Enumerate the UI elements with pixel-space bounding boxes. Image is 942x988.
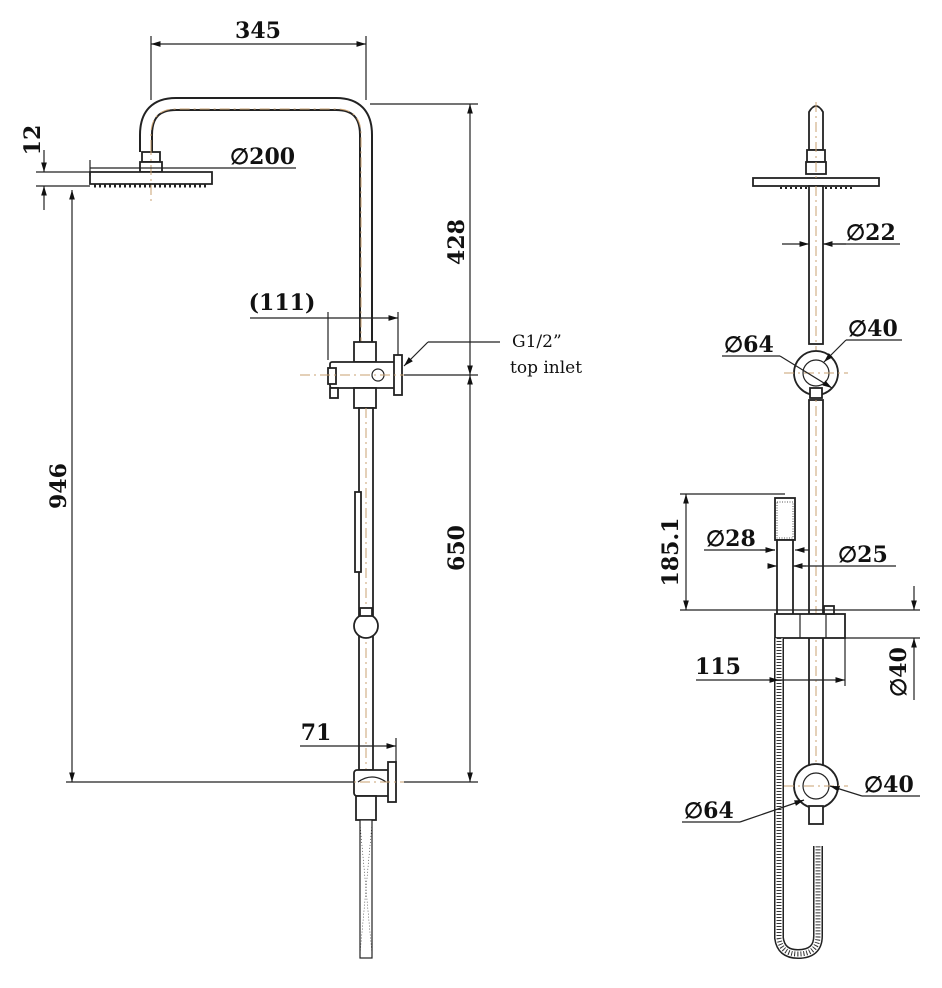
- dim-28: ∅28: [704, 526, 809, 553]
- dim-345-label: 345: [235, 18, 281, 44]
- dim-428: 428: [370, 103, 478, 376]
- inlet-note-line1: G1/2”: [512, 332, 562, 352]
- dim-428-label: 428: [444, 219, 470, 265]
- shower-arm: [139, 97, 373, 342]
- dim-25: ∅25: [767, 542, 896, 569]
- dim-22: ∅22: [782, 220, 900, 247]
- dim-115-label: 115: [695, 654, 741, 680]
- dim-40-bottom: ∅40: [829, 772, 920, 798]
- side-arm-top: [752, 102, 880, 189]
- inlet-note: G1/2” top inlet: [403, 332, 582, 378]
- dim-71: 71: [300, 720, 397, 762]
- dim-64-top: ∅64: [722, 332, 833, 389]
- dim-946-label: 946: [46, 463, 72, 509]
- side-rail: [808, 185, 824, 771]
- dim-185: 185.1: [658, 493, 920, 611]
- dim-111-label: (111): [249, 290, 316, 316]
- dim-200: ∅200: [89, 144, 296, 176]
- dim-345: 345: [150, 18, 367, 100]
- dim-40-top: ∅40: [823, 316, 902, 363]
- dim-12-label: 12: [20, 125, 46, 156]
- dim-71-label: 71: [301, 720, 332, 746]
- hose: [359, 819, 373, 959]
- side-handshower: [774, 497, 796, 617]
- dim-25-label: ∅25: [838, 542, 888, 568]
- shower-head: [89, 145, 213, 204]
- bottom-bracket: [340, 761, 420, 821]
- dim-40-top-label: ∅40: [848, 316, 898, 342]
- dim-200-label: ∅200: [230, 144, 295, 170]
- dim-40-holder: ∅40: [845, 586, 920, 700]
- side-hose: [774, 638, 823, 960]
- dim-650-label: 650: [444, 525, 470, 571]
- dim-40-bottom-label: ∅40: [864, 772, 914, 798]
- riser-rail: [353, 407, 379, 771]
- side-bracket: [784, 763, 848, 825]
- dim-64-bottom: ∅64: [682, 798, 805, 824]
- inlet-note-line2: top inlet: [510, 358, 582, 378]
- dim-40-holder-label: ∅40: [886, 647, 912, 697]
- dim-28-label: ∅28: [706, 526, 756, 552]
- dim-185-label: 185.1: [658, 518, 684, 587]
- dim-64-bottom-label: ∅64: [684, 798, 734, 824]
- side-diverter: [784, 350, 848, 399]
- dim-115: 115: [695, 638, 846, 686]
- dim-64-top-label: ∅64: [724, 332, 774, 358]
- dim-650: 650: [404, 375, 478, 783]
- dim-111: (111): [249, 290, 399, 360]
- dim-22-label: ∅22: [846, 220, 896, 246]
- front-view: 345 12 ∅200 428 (111): [20, 18, 582, 959]
- side-view: ∅22 ∅64 ∅40 185.1 ∅28: [658, 102, 920, 960]
- dim-12: 12: [20, 125, 90, 210]
- dim-946: 946: [46, 190, 354, 783]
